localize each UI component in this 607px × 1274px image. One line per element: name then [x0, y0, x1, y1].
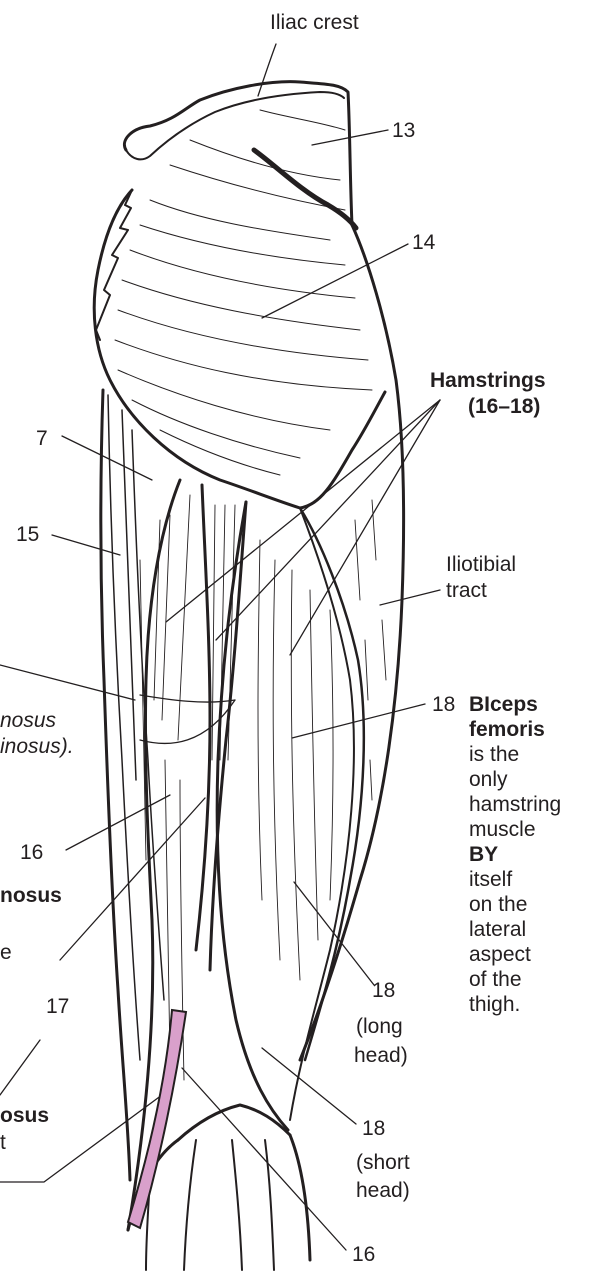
label-15: 15 — [16, 522, 39, 547]
biceps-femoris-description: BIceps femoris is the only hamstring mus… — [469, 692, 561, 1017]
label-18-short: 18 — [362, 1116, 385, 1141]
biceps-desc-1: is the — [469, 742, 561, 767]
label-17: 17 — [46, 994, 69, 1019]
biceps-title-1: BIceps — [469, 692, 561, 717]
label-partial-bold-2: osus — [0, 1103, 49, 1128]
biceps-desc2-5: of the — [469, 967, 561, 992]
gluteus-maximus-outline — [94, 190, 385, 508]
leader-7 — [62, 436, 152, 480]
label-iliac-crest: Iliac crest — [270, 10, 359, 35]
leader-hamstrings-a — [166, 400, 440, 622]
biceps-desc2-3: lateral — [469, 917, 561, 942]
label-18-long: 18 — [372, 978, 395, 1003]
label-short-head-2: head) — [356, 1178, 410, 1203]
biceps-desc-4: muscle — [469, 817, 561, 842]
biceps-by: BY — [469, 842, 561, 867]
biceps-desc-3: hamstring — [469, 792, 561, 817]
label-long-head-1: (long — [356, 1014, 403, 1039]
biceps-desc2-2: on the — [469, 892, 561, 917]
label-16-bottom: 16 — [352, 1242, 375, 1267]
label-long-head-2: head) — [354, 1043, 408, 1068]
label-16-left: 16 — [20, 840, 43, 865]
leader-18-short — [262, 1048, 356, 1124]
label-hamstrings-title: Hamstrings — [430, 368, 546, 393]
label-13: 13 — [392, 118, 415, 143]
label-14: 14 — [412, 230, 435, 255]
lateral-thigh-outline — [300, 225, 404, 1060]
iliac-crest-inner — [126, 92, 344, 159]
label-18-biceps: 18 — [432, 692, 455, 717]
biceps-title-2: femoris — [469, 717, 561, 742]
leader-14 — [262, 244, 408, 318]
label-partial-t: t — [0, 1130, 6, 1155]
label-hamstrings-range: (16–18) — [468, 394, 540, 419]
leader-left-upper — [0, 665, 135, 700]
label-partial-e: e — [0, 940, 12, 965]
label-short-head-1: (short — [356, 1150, 410, 1175]
leader-16-left — [66, 795, 170, 850]
leader-17a — [60, 798, 205, 960]
biceps-desc2-4: aspect — [469, 942, 561, 967]
label-partial-left-2: inosus). — [0, 734, 74, 759]
leader-17b — [0, 1040, 40, 1095]
biceps-femoris-outline — [217, 502, 288, 1130]
label-partial-bold-1: nosus — [0, 883, 62, 908]
leader-15 — [52, 535, 120, 555]
semimembranosus-tendon-highlight — [128, 1010, 186, 1228]
leader-iliac-crest — [258, 44, 276, 96]
leader-iliotibial — [380, 590, 440, 605]
biceps-desc-2: only — [469, 767, 561, 792]
leader-hamstrings-c — [290, 400, 440, 655]
biceps-desc2-1: itself — [469, 867, 561, 892]
label-iliotibial-2: tract — [446, 578, 487, 603]
label-iliotibial-1: Iliotibial — [446, 552, 516, 577]
biceps-desc2-6: thigh. — [469, 992, 561, 1017]
label-7: 7 — [36, 426, 48, 451]
label-partial-left-1: nosus — [0, 708, 56, 733]
leader-hamstrings-b — [216, 400, 440, 640]
